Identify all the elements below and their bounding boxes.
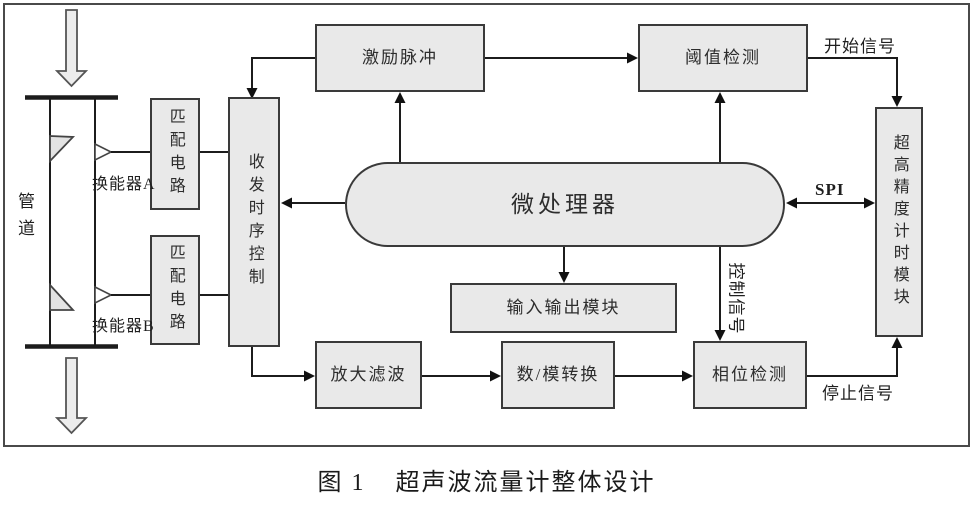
start-signal-label: 开始信号 bbox=[824, 37, 896, 56]
wire-start-signal bbox=[808, 57, 898, 98]
block-rx-tx-timing-control-label: 收发时序控制 bbox=[245, 153, 263, 291]
block-matching-circuit-b-label: 匹配电路 bbox=[166, 244, 184, 336]
transducer-b-connector-icon bbox=[94, 285, 113, 305]
figure-caption: 图 1 超声波流量计整体设计 bbox=[0, 462, 973, 497]
block-matching-circuit-a: 匹配电路 bbox=[150, 98, 200, 210]
arrowhead-spi-right bbox=[864, 197, 875, 209]
arrowhead-into-phase-left bbox=[682, 370, 693, 382]
wire-stop-signal bbox=[807, 346, 898, 377]
spi-label: SPI bbox=[815, 180, 845, 199]
arrowhead-into-dac bbox=[490, 370, 501, 382]
figure-caption-title: 超声波流量计整体设计 bbox=[395, 470, 656, 496]
arrowhead-down-into-phase bbox=[714, 330, 726, 341]
block-matching-circuit-b: 匹配电路 bbox=[150, 235, 200, 345]
arrowhead-down-into-ctrl bbox=[246, 88, 258, 99]
block-da-converter: 数/模转换 bbox=[501, 341, 615, 409]
pipe-label: 管道 bbox=[15, 192, 34, 246]
block-excitation-pulse-label: 激励脉冲 bbox=[362, 47, 438, 67]
block-amplify-filter: 放大滤波 bbox=[315, 341, 422, 409]
wire-ctrl-to-amp bbox=[251, 347, 306, 377]
block-excitation-pulse: 激励脉冲 bbox=[315, 24, 485, 92]
arrowhead-left-into-ctrl bbox=[281, 197, 292, 209]
flow-out-arrow-down-icon bbox=[54, 357, 89, 435]
arrowhead-up-into-excite bbox=[394, 92, 406, 103]
block-threshold-detection: 阈值检测 bbox=[638, 24, 808, 92]
block-timing-module: 超高精度计时模块 bbox=[875, 107, 923, 337]
arrowhead-down-into-io bbox=[558, 272, 570, 283]
block-mcu: 微处理器 bbox=[345, 162, 785, 247]
wire-excite-to-ctrl bbox=[251, 57, 315, 92]
arrowhead-up-into-threshold bbox=[714, 92, 726, 103]
transducer-b-label: 换能器B bbox=[92, 318, 155, 335]
arrowhead-into-threshold bbox=[627, 52, 638, 64]
transducer-a-connector-icon bbox=[94, 142, 113, 162]
block-threshold-detection-label: 阈值检测 bbox=[685, 47, 761, 67]
transducer-a-wedge-icon bbox=[49, 135, 76, 164]
block-timing-module-label: 超高精度计时模块 bbox=[890, 134, 908, 310]
block-amplify-filter-label: 放大滤波 bbox=[330, 364, 407, 384]
block-rx-tx-timing-control: 收发时序控制 bbox=[228, 97, 280, 347]
arrowhead-into-amp bbox=[304, 370, 315, 382]
diagram-frame bbox=[3, 3, 970, 447]
block-matching-circuit-a-label: 匹配电路 bbox=[166, 108, 184, 200]
block-mcu-label: 微处理器 bbox=[511, 191, 619, 217]
transducer-b-wedge-icon bbox=[49, 282, 76, 311]
block-phase-detection: 相位检测 bbox=[693, 341, 807, 409]
figure-caption-prefix: 图 1 bbox=[317, 470, 366, 496]
arrowhead-stop-into-timer bbox=[891, 337, 903, 348]
block-io-module: 输入输出模块 bbox=[450, 283, 677, 333]
block-io-module-label: 输入输出模块 bbox=[506, 297, 621, 317]
block-da-converter-label: 数/模转换 bbox=[516, 364, 600, 384]
transducer-a-label: 换能器A bbox=[92, 176, 156, 193]
arrowheads bbox=[246, 52, 903, 382]
stop-signal-label: 停止信号 bbox=[822, 384, 894, 403]
control-signal-label: 控制信号 bbox=[726, 262, 746, 335]
arrowhead-start-into-timer bbox=[891, 96, 903, 107]
flow-in-arrow-down-icon bbox=[54, 9, 89, 88]
arrowhead-spi-left bbox=[786, 197, 797, 209]
block-phase-detection-label: 相位检测 bbox=[712, 364, 788, 384]
